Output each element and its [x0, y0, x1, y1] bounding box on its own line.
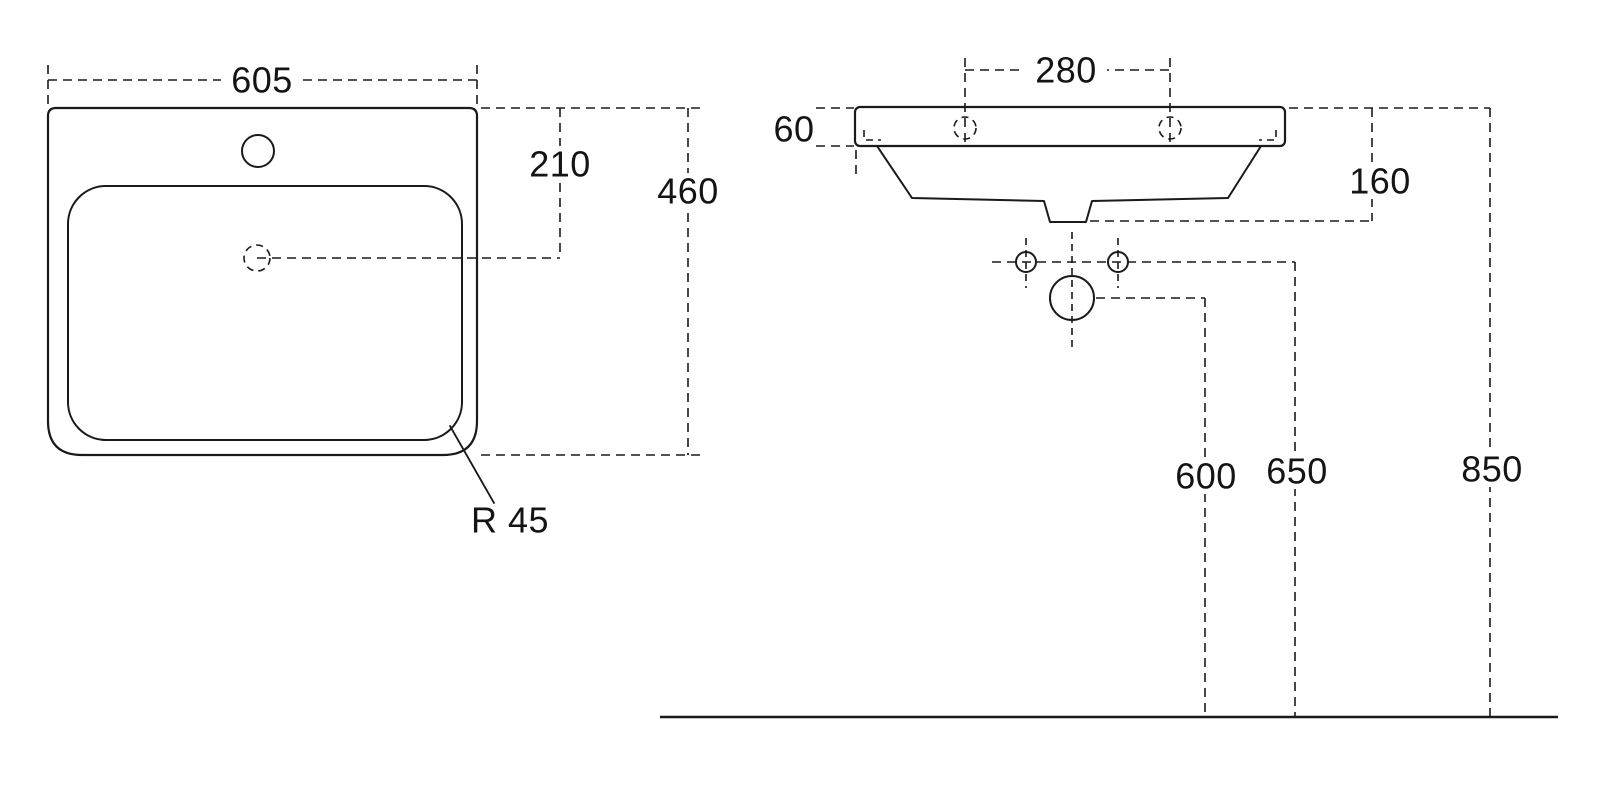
corner-radius-label: R 45	[471, 500, 549, 541]
label-mask	[221, 62, 303, 98]
tap-hole	[241, 134, 275, 168]
top-view-outline	[46, 106, 479, 457]
waste-outlet	[1049, 232, 1205, 352]
front-view-rim	[853, 105, 1287, 148]
dimension-outlet-drop: 160	[1090, 108, 1421, 222]
leader-line	[449, 425, 495, 504]
label-mask	[1339, 163, 1421, 199]
supply-connection-left	[1015, 251, 1037, 273]
right-fixing-detail	[1259, 130, 1277, 141]
dimension-supply-height: 650	[1256, 262, 1338, 716]
dimension-depth: 460	[647, 108, 729, 455]
front-view: 280 60 160	[660, 50, 1558, 719]
outlet-drop-label: 160	[1349, 161, 1411, 202]
supply-connection-right	[1107, 251, 1129, 273]
drain-offset-label: 210	[529, 144, 591, 185]
label-mask	[1165, 458, 1247, 494]
supply-connections	[992, 238, 1295, 288]
dimension-width: 605	[47, 60, 478, 104]
dimension-tap-spacing: 280	[964, 50, 1171, 148]
supply-height-label: 650	[1266, 451, 1328, 492]
dimension-drain-offset: 210	[257, 108, 601, 259]
dimension-rim-thickness: 60	[773, 107, 857, 174]
rim-height-label: 850	[1461, 449, 1523, 490]
label-mask	[1025, 52, 1107, 88]
label-mask	[1256, 453, 1338, 489]
label-mask	[647, 173, 729, 209]
front-view-basin	[876, 145, 1262, 223]
waste-outlet-circle	[1049, 275, 1095, 321]
tap-spacing-label: 280	[1035, 50, 1097, 91]
rim-thickness-label: 60	[773, 109, 814, 150]
top-view-basin-outline	[67, 185, 463, 441]
drain-hole	[243, 244, 271, 272]
corner-radius-callout: R 45	[449, 425, 549, 541]
waste-height-label: 600	[1175, 456, 1237, 497]
depth-label: 460	[657, 171, 719, 212]
width-label: 605	[231, 60, 293, 101]
top-view: 605 210 460 R 45	[46, 60, 729, 541]
dimension-rim-height: 850	[1289, 107, 1533, 716]
left-fixing-detail	[863, 130, 881, 141]
label-mask	[1451, 451, 1533, 487]
dimension-waste-height: 600	[1165, 298, 1247, 716]
label-mask	[519, 146, 601, 182]
